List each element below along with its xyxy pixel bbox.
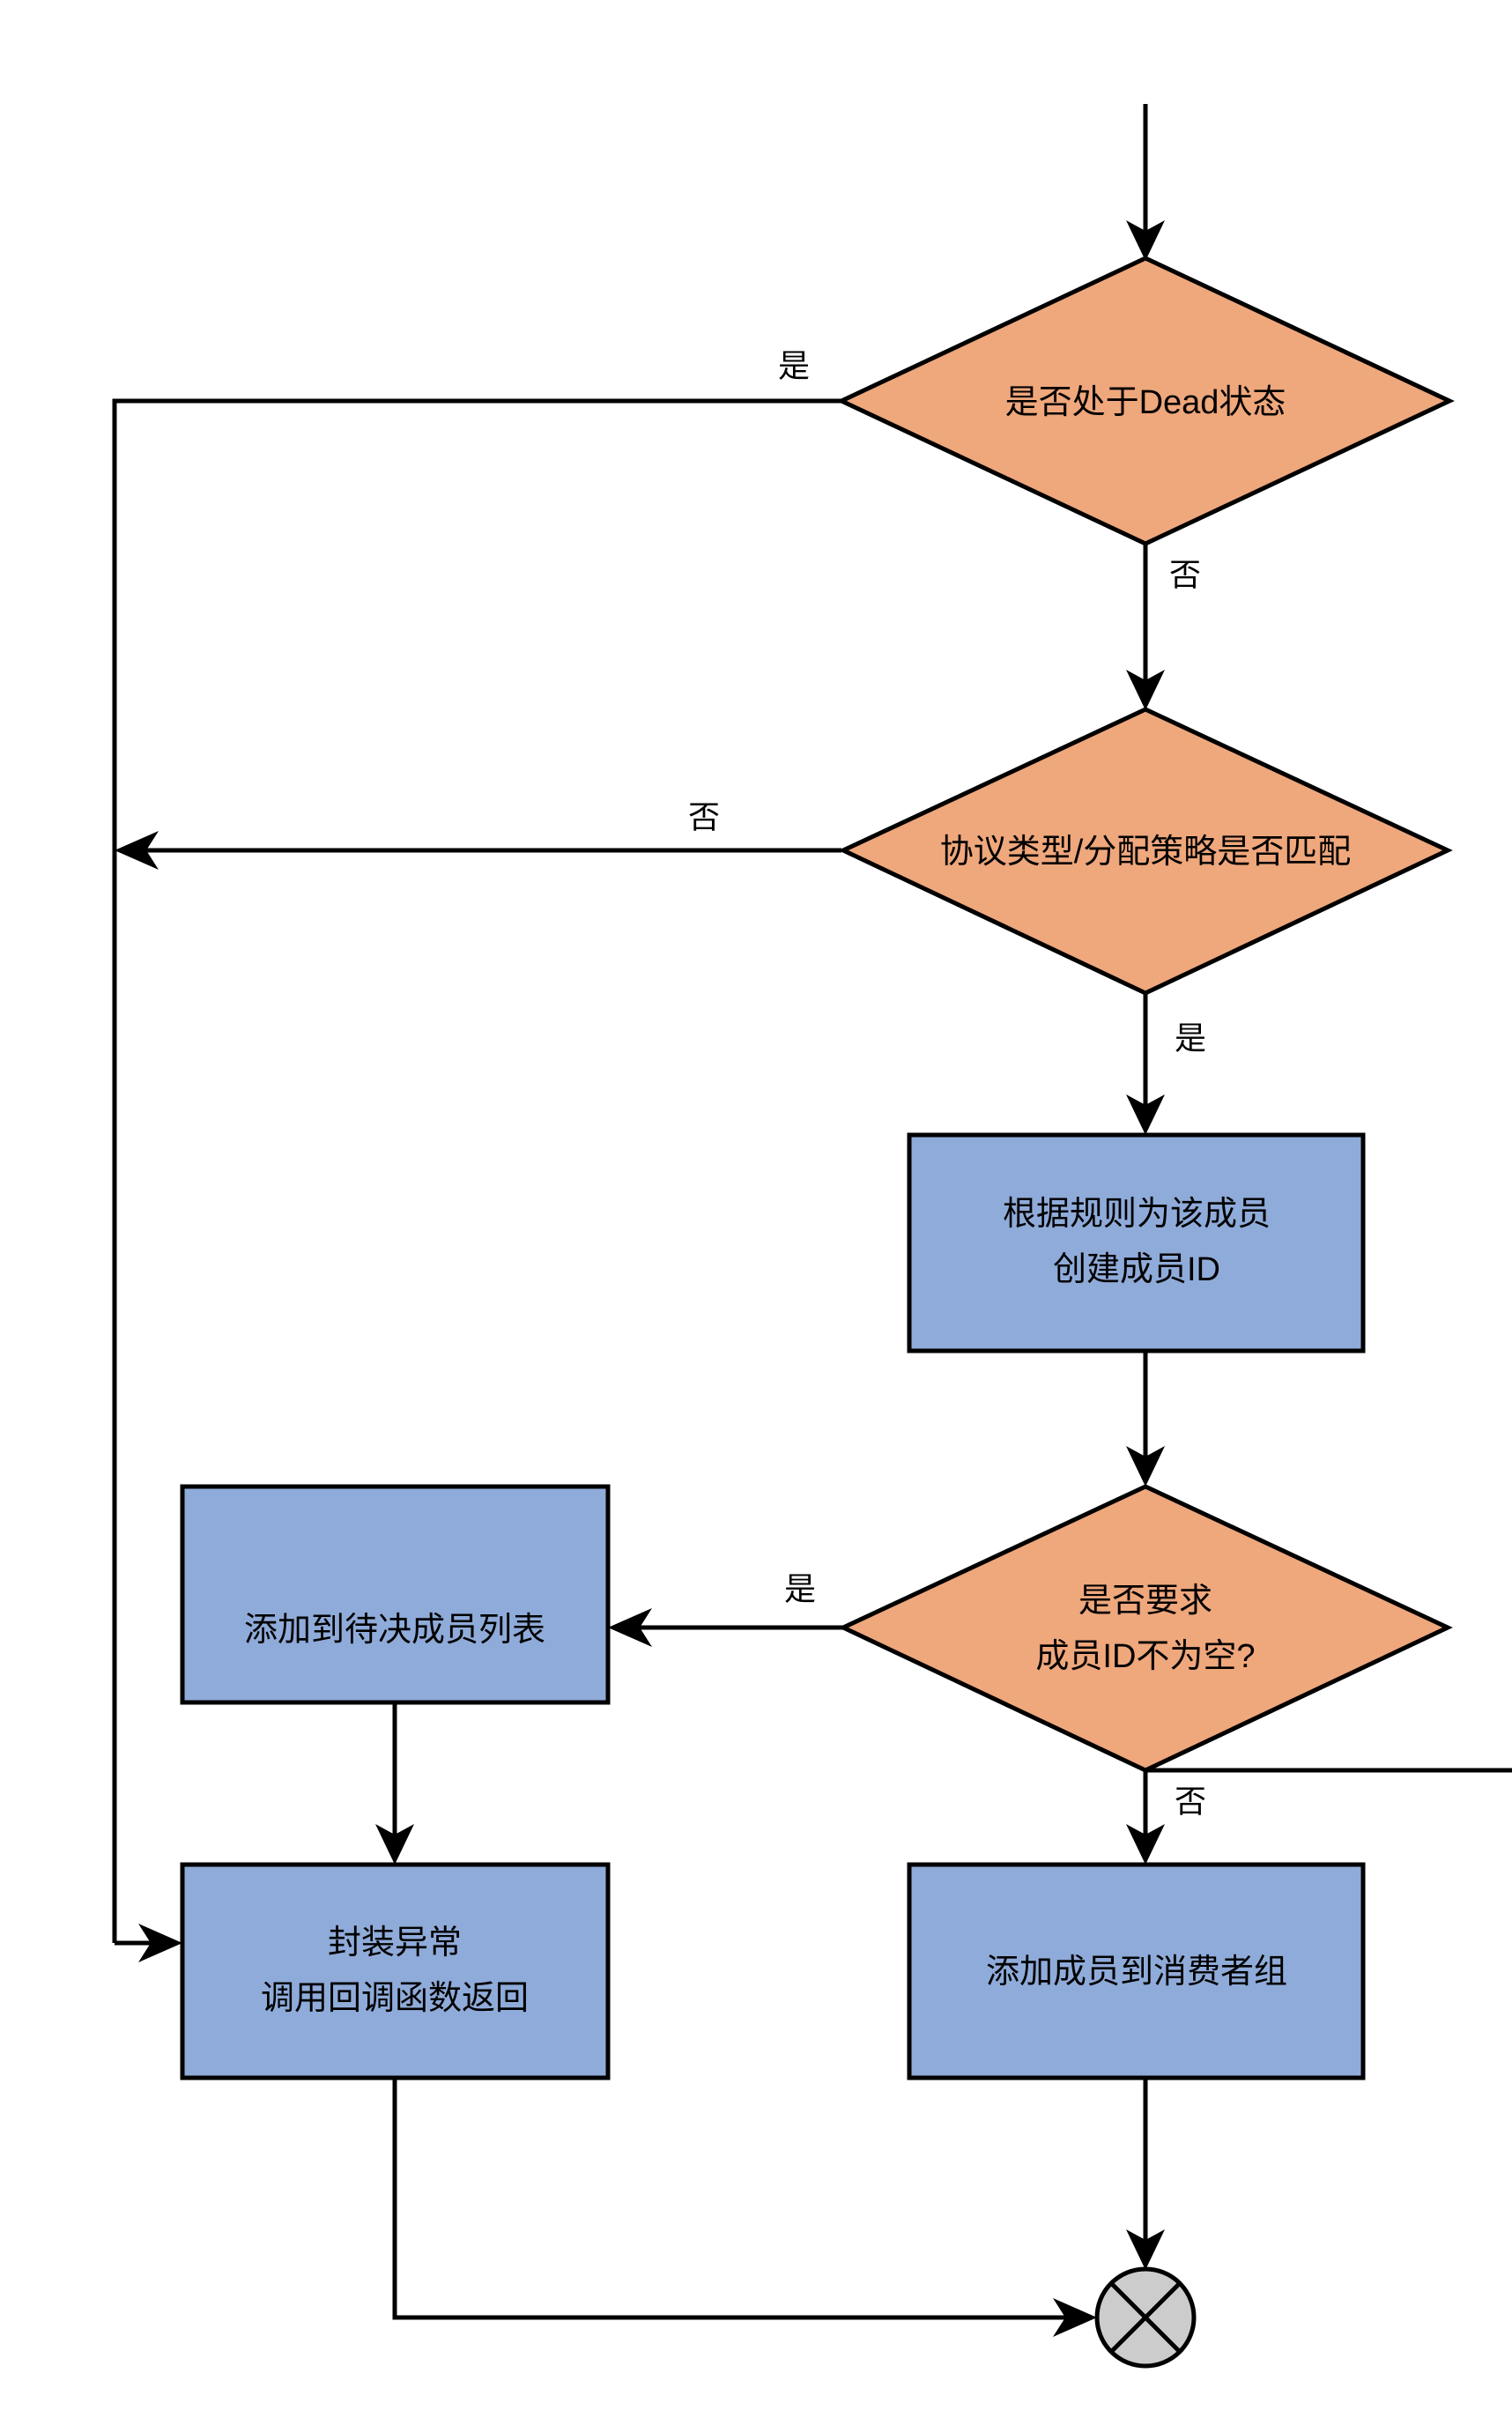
arrow-head-down [1126, 670, 1165, 710]
node-process-create-member-id[interactable]: 根据规则为该成员 创建成员ID [907, 1132, 1366, 1353]
arrow-head-left [608, 1608, 652, 1647]
arrow-head-down [1126, 220, 1165, 261]
node-process-wrap-exception[interactable]: 封装异常 调用回调函数返回 [180, 1862, 611, 2080]
arrow-head-left [115, 831, 159, 870]
edge-create-id-to-require-check [1126, 1351, 1165, 1487]
arrow-head-down [1126, 1824, 1165, 1865]
node-label-line1: 封装异常 [328, 1924, 462, 1962]
edge-label-require-check-no: 否 [1175, 1784, 1206, 1820]
arrow-head-down [1126, 1094, 1165, 1135]
process-box[interactable] [180, 1484, 611, 1705]
edge-pending-list-to-wrap-exception [375, 1702, 414, 1865]
node-label: 添加到待决成员列表 [244, 1612, 545, 1649]
edge-label-protocol-check-yes: 是 [1175, 1020, 1206, 1057]
edge-protocol-check-yes [1126, 993, 1165, 1135]
node-process-add-member-to-group[interactable]: 添加成员到消费者组 [907, 1862, 1366, 2080]
edge-require-check-no [1126, 1768, 1512, 1865]
arrow-head-down [1126, 2229, 1165, 2270]
process-box[interactable] [907, 1132, 1366, 1353]
decision-diamond[interactable] [838, 707, 1453, 996]
edge-rail-to-wrap-exception [115, 1924, 182, 1962]
edge-protocol-check-no [115, 831, 841, 870]
node-label-line2: 创建成员ID [1053, 1251, 1220, 1288]
edge-label-dead-check-no: 否 [1169, 557, 1201, 593]
edge-dead-check-yes [112, 398, 841, 1943]
node-label: 添加成员到消费者组 [986, 1954, 1287, 1991]
edge-require-check-yes [608, 1608, 843, 1647]
node-decision-protocol-match[interactable]: 协议类型/分配策略是否匹配 [838, 707, 1453, 996]
node-label: 协议类型/分配策略是否匹配 [940, 834, 1352, 871]
node-label-line2: 成员ID不为空? [1035, 1638, 1255, 1675]
node-label-line1: 根据规则为该成员 [1003, 1196, 1271, 1233]
edge-line [392, 2078, 1071, 2320]
decision-diamond[interactable] [836, 256, 1455, 546]
node-process-add-pending-list[interactable]: 添加到待决成员列表 [180, 1484, 611, 1705]
node-label: 是否处于Dead状态 [1005, 384, 1286, 421]
node-end-terminator[interactable] [1094, 2266, 1197, 2369]
decision-diamond[interactable] [838, 1484, 1453, 1773]
node-label-line1: 是否要求 [1078, 1583, 1212, 1620]
edge-start-to-dead-check [1126, 104, 1165, 261]
edge-label-dead-check-yes: 是 [778, 348, 810, 384]
edge-add-member-to-end [1126, 2078, 1165, 2270]
arrow-head-right [1053, 2298, 1097, 2337]
end-cross-icon [1109, 2281, 1182, 2354]
edge-label-require-check-yes: 是 [784, 1571, 816, 1607]
process-box[interactable] [907, 1862, 1366, 2080]
process-box[interactable] [180, 1862, 611, 2080]
node-decision-require-member-id[interactable]: 是否要求 成员ID不为空? [838, 1484, 1453, 1773]
edge-line [112, 398, 841, 1943]
arrow-head-down [1126, 1446, 1165, 1487]
node-decision-dead-check[interactable]: 是否处于Dead状态 [836, 256, 1455, 546]
edge-wrap-exception-to-end [392, 2078, 1097, 2337]
edge-label-protocol-check-no: 否 [688, 799, 720, 835]
edge-dead-check-no [1126, 544, 1165, 710]
arrow-head-down [375, 1824, 414, 1865]
arrow-head-right [138, 1924, 182, 1962]
node-label-line2: 调用回调函数返回 [261, 1980, 529, 2017]
